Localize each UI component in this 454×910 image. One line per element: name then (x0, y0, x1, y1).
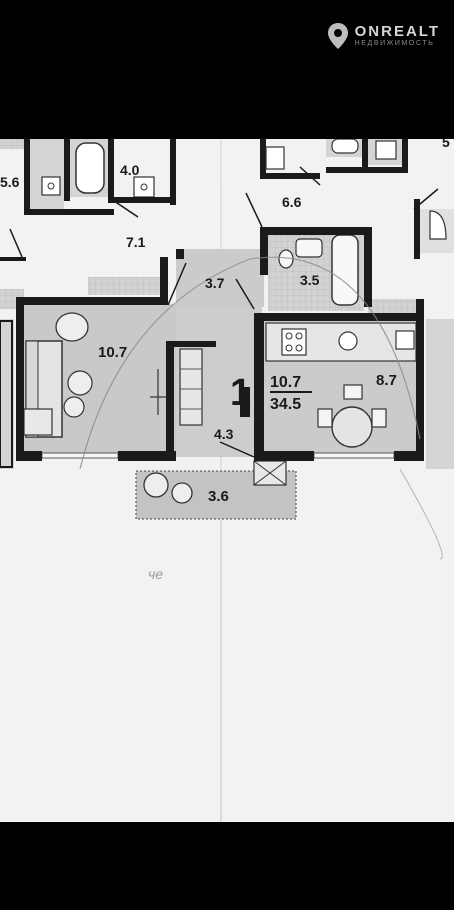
label-neighbor-right: 6.6 (282, 194, 302, 210)
map-pin-icon (327, 23, 348, 49)
apartment (16, 227, 443, 560)
floor-plan-sheet: 5.6 4.0 7.1 6.6 5 10.7 3.7 3.5 8.7 4.3 3… (0, 139, 454, 822)
stove (281, 328, 307, 356)
floor-plan: 5.6 4.0 7.1 6.6 5 10.7 3.7 3.5 8.7 4.3 3… (0, 139, 454, 582)
handwritten-note: че (148, 566, 163, 582)
label-corner-room: 7.1 (126, 234, 146, 250)
kitchen-sink (338, 331, 358, 351)
label-corridor: 4.3 (214, 426, 234, 442)
rooms-count: 1 (230, 372, 251, 414)
label-bathroom: 3.5 (300, 272, 320, 288)
living-area: 10.7 (270, 374, 301, 391)
wardrobe (179, 348, 203, 426)
walls (16, 227, 424, 461)
label-neighbor-left: 5.6 (0, 174, 20, 190)
label-hall: 3.7 (205, 275, 225, 291)
pencil-arc (79, 256, 421, 470)
total-area: 34.5 (270, 396, 301, 413)
label-neighbor-bath: 4.0 (120, 162, 140, 178)
label-kitchen: 8.7 (376, 372, 397, 389)
balcony-chair (143, 472, 169, 498)
label-neighbor-far-right: 5 (442, 139, 450, 150)
watermark-text: ONREALT НЕДВИЖИМОСТЬ (354, 22, 440, 48)
fridge (395, 330, 415, 350)
watermark-tagline: НЕДВИЖИМОСТЬ (354, 39, 435, 47)
desk (23, 408, 53, 436)
dining-table (331, 406, 373, 448)
watermark-brand: ONREALT (354, 22, 440, 40)
watermark: ONREALT НЕДВИЖИМОСТЬ (327, 20, 440, 52)
neighbor-units (0, 139, 454, 469)
area-labels: 5.6 4.0 7.1 6.6 5 10.7 3.7 3.5 8.7 4.3 3… (0, 139, 450, 582)
label-balcony: 3.6 (208, 488, 229, 505)
label-living-room: 10.7 (98, 344, 127, 361)
sink (295, 238, 323, 258)
bathtub (331, 234, 359, 306)
armchair (55, 312, 89, 342)
